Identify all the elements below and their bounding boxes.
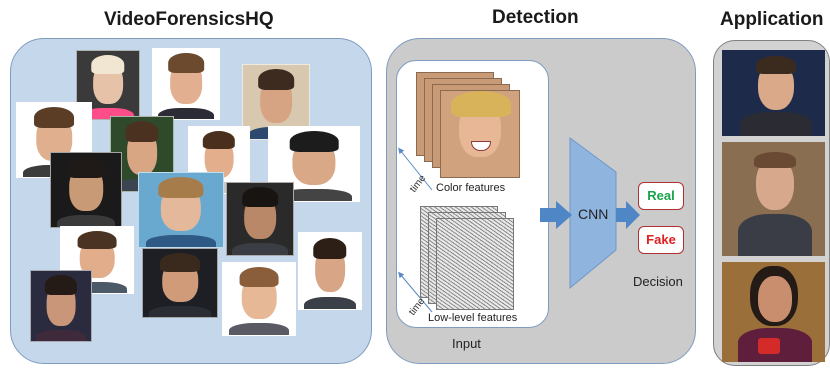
application-photo-1 xyxy=(722,50,825,136)
decision-label: Decision xyxy=(633,274,683,289)
app2-shirt xyxy=(738,214,812,256)
face-hair xyxy=(289,131,339,153)
face-hair xyxy=(125,121,159,143)
dataset-face-10 xyxy=(226,182,294,256)
dataset-face-14 xyxy=(222,262,296,336)
app2-hair xyxy=(754,152,796,168)
real-box: Real xyxy=(638,182,684,210)
application-photo-3 xyxy=(722,262,825,362)
face-hair xyxy=(67,157,105,179)
face-body xyxy=(303,296,357,309)
face-hair xyxy=(168,53,204,73)
cnn-label: CNN xyxy=(578,206,609,222)
face-body xyxy=(232,243,288,255)
face-hair xyxy=(91,55,125,75)
face-body xyxy=(145,235,217,247)
color-frame-4 xyxy=(440,90,520,178)
face-hair xyxy=(242,187,278,208)
face-body xyxy=(228,323,290,335)
face-hair xyxy=(313,237,347,259)
dataset-title: VideoForensicsHQ xyxy=(104,9,274,30)
face-hair xyxy=(34,107,74,129)
app1-suit xyxy=(740,112,812,136)
face-body xyxy=(148,306,212,317)
dataset-face-9 xyxy=(138,172,224,248)
application-photo-2 xyxy=(722,142,825,256)
face-body xyxy=(276,189,352,201)
low-level-features-label: Low-level features xyxy=(428,312,518,324)
dataset-face-8 xyxy=(50,152,122,228)
app3-face xyxy=(758,276,792,322)
face-hair xyxy=(239,267,279,288)
color-face-hair xyxy=(451,91,511,117)
face-hair xyxy=(160,253,200,273)
face-hair xyxy=(258,69,294,91)
face-body xyxy=(158,107,214,119)
dataset-face-15 xyxy=(30,270,92,342)
dataset-face-13 xyxy=(298,232,362,310)
color-features-label: Color features xyxy=(436,182,506,194)
application-title: Application xyxy=(720,9,824,30)
face-body xyxy=(81,108,135,119)
low-frame-3 xyxy=(436,218,514,310)
dataset-face-2 xyxy=(152,48,220,120)
app3-microphone xyxy=(758,338,780,354)
detection-title: Detection xyxy=(492,7,579,28)
input-label: Input xyxy=(452,336,481,351)
face-hair xyxy=(202,130,236,150)
face-hair xyxy=(158,177,204,199)
app1-hair xyxy=(756,56,796,74)
face-hair xyxy=(44,275,78,295)
dataset-face-12 xyxy=(142,248,218,318)
face-body xyxy=(66,282,128,293)
face-body xyxy=(35,329,87,341)
face-body xyxy=(56,215,116,227)
fake-box: Fake xyxy=(638,226,684,254)
face-hair xyxy=(77,230,117,250)
